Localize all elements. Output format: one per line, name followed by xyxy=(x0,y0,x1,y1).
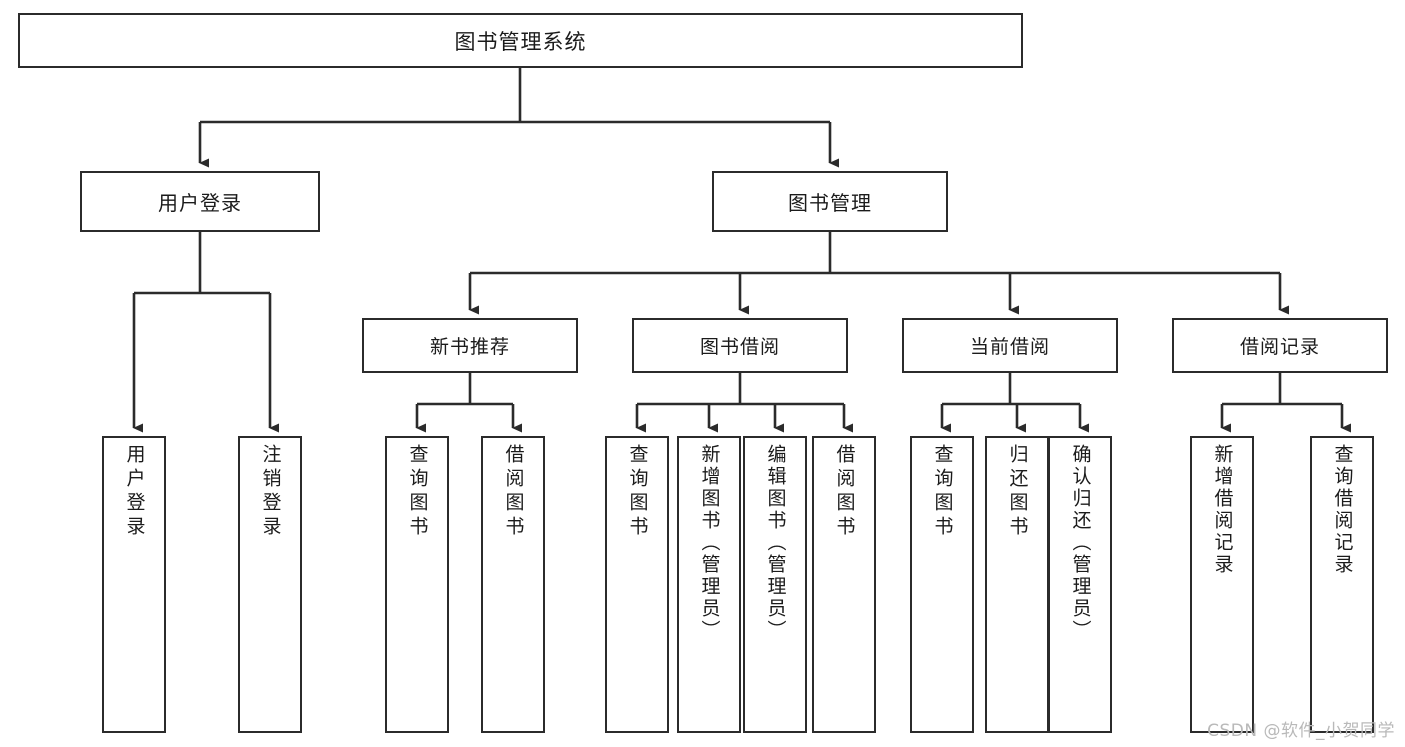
node-label: 注销登录 xyxy=(259,444,282,540)
node-label: 借阅图书 xyxy=(833,444,856,540)
node-label: 图书管理系统 xyxy=(454,29,587,54)
node-current-borrow[interactable]: 当前借阅 xyxy=(902,318,1118,373)
node-book-borrow[interactable]: 图书借阅 xyxy=(632,318,848,373)
leaf-node-borrow-book[interactable]: 借阅图书 xyxy=(812,436,876,733)
leaf-node-query-book-borrow[interactable]: 查询图书 xyxy=(605,436,669,733)
node-borrow-records[interactable]: 借阅记录 xyxy=(1172,318,1388,373)
node-user-login[interactable]: 用户登录 xyxy=(80,171,320,232)
node-root-system[interactable]: 图书管理系统 xyxy=(18,13,1023,68)
node-label: 确认归还（管理员） xyxy=(1069,444,1092,642)
node-label: 新增图书（管理员） xyxy=(698,444,721,642)
node-label: 新书推荐 xyxy=(429,336,510,358)
node-label: 当前借阅 xyxy=(969,336,1050,358)
node-label: 编辑图书（管理员） xyxy=(764,444,787,642)
node-label: 借阅记录 xyxy=(1239,336,1320,358)
node-label: 新增借阅记录 xyxy=(1211,444,1234,576)
node-label: 用户登录 xyxy=(123,444,146,540)
node-label: 借阅图书 xyxy=(502,444,525,540)
node-label: 查询图书 xyxy=(626,444,649,540)
leaf-node-query-borrow-record[interactable]: 查询借阅记录 xyxy=(1310,436,1374,733)
node-label: 查询借阅记录 xyxy=(1331,444,1354,576)
leaf-node-return-book[interactable]: 归还图书 xyxy=(985,436,1049,733)
node-new-book-recommend[interactable]: 新书推荐 xyxy=(362,318,578,373)
csdn-watermark: CSDN @软件_小贺同学 xyxy=(1207,721,1395,741)
leaf-node-add-borrow-record[interactable]: 新增借阅记录 xyxy=(1190,436,1254,733)
leaf-node-add-book-admin[interactable]: 新增图书（管理员） xyxy=(677,436,741,733)
leaf-node-query-book-current[interactable]: 查询图书 xyxy=(910,436,974,733)
node-label: 用户登录 xyxy=(158,191,242,215)
leaf-node-borrow-book-newbook[interactable]: 借阅图书 xyxy=(481,436,545,733)
node-label: 查询图书 xyxy=(406,444,429,540)
node-label: 查询图书 xyxy=(931,444,954,540)
node-label: 图书借阅 xyxy=(699,336,780,358)
leaf-node-confirm-return-admin[interactable]: 确认归还（管理员） xyxy=(1048,436,1112,733)
leaf-node-user-login[interactable]: 用户登录 xyxy=(102,436,166,733)
leaf-node-edit-book-admin[interactable]: 编辑图书（管理员） xyxy=(743,436,807,733)
leaf-node-query-book-newbook[interactable]: 查询图书 xyxy=(385,436,449,733)
node-label: 归还图书 xyxy=(1006,444,1029,540)
node-label: 图书管理 xyxy=(788,191,872,215)
leaf-node-logout[interactable]: 注销登录 xyxy=(238,436,302,733)
node-book-management[interactable]: 图书管理 xyxy=(712,171,948,232)
